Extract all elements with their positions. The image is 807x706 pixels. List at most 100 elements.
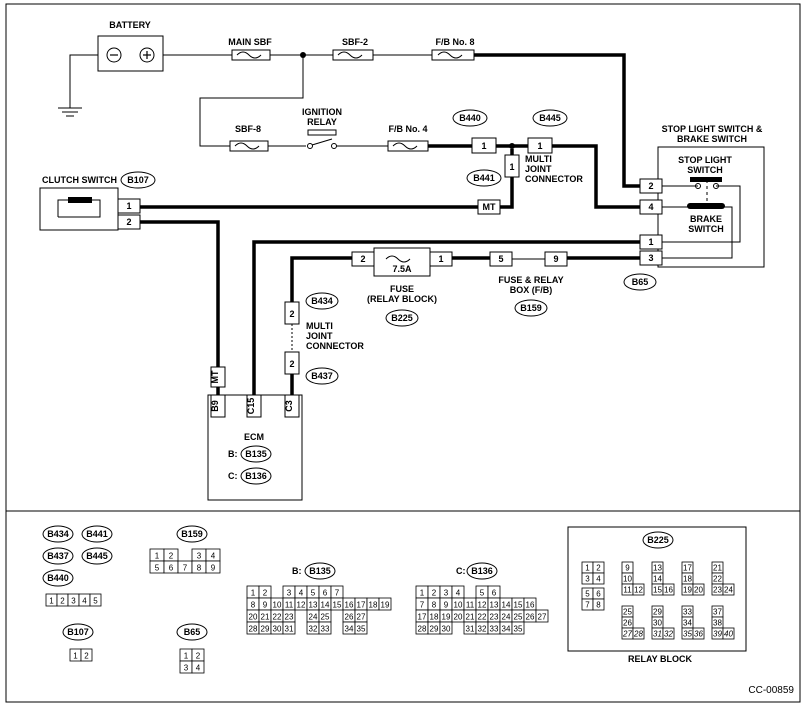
svg-text:B135: B135: [309, 566, 331, 576]
pin-number: 1: [155, 552, 160, 561]
svg-text:B65: B65: [632, 277, 649, 287]
svg-text:2: 2: [126, 217, 131, 227]
pin-cell: [318, 621, 332, 635]
ecm-pin-c3: [284, 394, 300, 418]
svg-text:C:: C:: [456, 566, 466, 576]
pin-cell: [205, 560, 221, 574]
pin-number: 10: [273, 601, 282, 610]
pin-number: 13: [653, 564, 662, 573]
pin-number: 27: [622, 630, 632, 639]
pin-number: 4: [456, 589, 461, 598]
legend-b65-tag: [176, 623, 208, 641]
pin-number: 3: [287, 589, 292, 598]
pin-number: 29: [653, 608, 662, 617]
svg-text:3: 3: [648, 253, 653, 263]
svg-text:B434: B434: [47, 529, 69, 539]
wire-to-b65-pin2: [474, 53, 640, 188]
pin-cell: [592, 598, 605, 611]
svg-text:B:: B:: [228, 449, 238, 459]
pin-cell: [191, 660, 205, 674]
svg-text:B437: B437: [311, 371, 333, 381]
pin-number: 15: [333, 601, 342, 610]
svg-text:B225: B225: [647, 535, 669, 545]
pin-number: 15: [514, 601, 523, 610]
pin-number: 17: [683, 564, 692, 573]
svg-text:1: 1: [648, 237, 653, 247]
svg-text:B107: B107: [67, 627, 89, 637]
ecm-pin-c15: [246, 394, 262, 418]
ignition-relay-label-2: RELAY: [307, 117, 337, 127]
svg-text:BRAKE SWITCH: BRAKE SWITCH: [677, 134, 747, 144]
pin-number: 9: [625, 564, 630, 573]
pin-number: 17: [357, 601, 366, 610]
pin-number: 7: [335, 589, 340, 598]
mt-connector: [477, 199, 501, 215]
pin-number: 10: [454, 601, 463, 610]
pin-number: 25: [623, 608, 632, 617]
pin-number: 7: [420, 601, 425, 610]
pin-cell: [662, 627, 675, 640]
pin-cell: [662, 583, 675, 596]
svg-text:SWITCH: SWITCH: [687, 165, 723, 175]
figure-code: CC-00859: [748, 685, 794, 696]
pin-number: 2: [84, 652, 89, 661]
pin-number: 27: [538, 613, 547, 622]
pin-number: 27: [357, 613, 366, 622]
pin-number: 2: [596, 564, 601, 573]
legend-b107-tag: [62, 623, 94, 641]
svg-text:B441: B441: [86, 529, 108, 539]
pin-number: 26: [526, 613, 535, 622]
pin-cell: [692, 583, 705, 596]
fb8-label: F/B No. 8: [435, 37, 474, 47]
pin-number: 8: [432, 601, 437, 610]
svg-text:1: 1: [537, 141, 542, 151]
pin-number: 8: [197, 564, 202, 573]
pin-number: 34: [502, 625, 511, 634]
pin-number: 12: [634, 586, 643, 595]
b135-tag: [240, 445, 272, 463]
svg-text:9: 9: [553, 254, 558, 264]
b437-tag: [305, 367, 339, 385]
pin-number: 14: [502, 601, 511, 610]
pin-number: 9: [444, 601, 449, 610]
battery-label: BATTERY: [109, 20, 151, 30]
b434-tag: [305, 292, 339, 310]
pin-number: 12: [478, 601, 487, 610]
pin-number: 20: [249, 613, 258, 622]
pin-number: 28: [249, 625, 258, 634]
pin-cell: [354, 621, 368, 635]
wire-to-b65-pin4: [552, 144, 640, 209]
sbf2-label: SBF-2: [342, 37, 368, 47]
pin-cell: [439, 621, 453, 635]
pin-number: 30: [653, 619, 662, 628]
svg-text:C3: C3: [284, 400, 294, 412]
pin-number: 24: [724, 586, 733, 595]
svg-text:MULTI: MULTI: [525, 154, 552, 164]
pin-number: 2: [432, 589, 437, 598]
pin-number: 16: [345, 601, 354, 610]
svg-text:B107: B107: [127, 175, 149, 185]
svg-text:SWITCH: SWITCH: [688, 224, 724, 234]
svg-text:B9: B9: [210, 400, 220, 412]
pin-number: 32: [309, 625, 318, 634]
pin-number: 6: [169, 564, 174, 573]
pin-number: 2: [60, 597, 65, 606]
svg-text:JOINT: JOINT: [306, 331, 333, 341]
pin-cell: [511, 621, 525, 635]
pin-number: 31: [466, 625, 475, 634]
pin-number: 13: [309, 601, 318, 610]
pin-number: 13: [490, 601, 499, 610]
pin-number: 11: [623, 586, 632, 595]
pin-number: 18: [430, 613, 439, 622]
pin-number: 1: [585, 564, 590, 573]
svg-text:(RELAY BLOCK): (RELAY BLOCK): [367, 294, 437, 304]
pin-number: 7: [585, 601, 590, 610]
fb4-fuse: [387, 140, 429, 152]
ecm-pin-b9: [210, 394, 226, 418]
ground-icon: [58, 107, 82, 117]
svg-text:B445: B445: [86, 551, 108, 561]
pin-number: 19: [442, 613, 451, 622]
